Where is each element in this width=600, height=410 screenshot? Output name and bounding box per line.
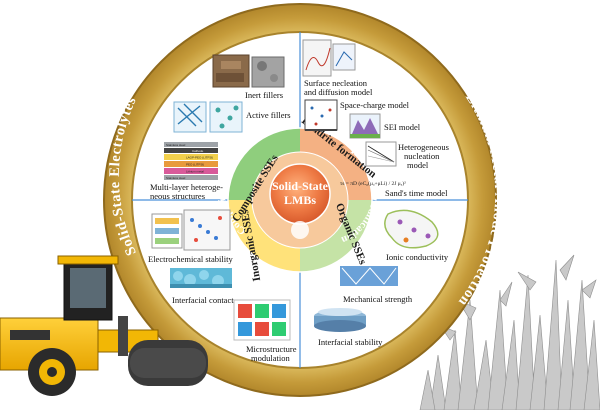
surface-nucleation-label-line2: and diffusion model [304,87,373,97]
mechanical-strength-figure [340,266,398,286]
surface-nucleation-label-line1: Surface necleation [304,78,368,88]
multilayer-structure-figure: Stainless steel Cathode LAGP-PEO (LITFSI… [164,142,218,180]
svg-text:PEO (LITFSI): PEO (LITFSI) [186,163,204,167]
electrochemical-stability-label: Electrochemical stability [148,254,233,264]
heterogeneous-label-line3: model [407,160,429,170]
electrochemical-stability-figure [151,209,231,251]
interfacial-contact-label: Interfacial contact [172,295,234,305]
space-charge-label: Space-charge model [340,100,410,110]
surface-nucleation-figure [302,39,356,77]
svg-text:Stainless steel: Stainless steel [166,143,186,147]
active-fillers-label: Active fillers [246,110,291,120]
heterogeneous-label-line1: Heterogeneous [398,142,449,152]
space-charge-figure [304,99,338,131]
heterogeneous-nucleation-figure [365,141,397,167]
sands-time-label: Sand's time model [385,188,448,198]
svg-text:LAGP-PEO (LITFSI): LAGP-PEO (LITFSI) [186,156,213,160]
interfacial-stability-figure [314,308,366,332]
sands-time-formula: τs = πD (eC₀(μₐ+μLi) / 2J μₐ)² [340,180,406,187]
svg-text:Stainless steel: Stainless steel [166,176,186,180]
microstructure-label-line1: Microstructure [246,344,297,354]
center-hub: Composition Tuning Interfacial modificat… [216,127,380,273]
heterogeneous-label-line2: nucleation [404,151,440,161]
ionic-conductivity-figure [384,209,439,249]
microstructure-figure [233,299,291,341]
svg-text:Lithium metal: Lithium metal [186,170,204,174]
core-label-line1: Solid-State [272,179,329,193]
active-fillers-figure [173,101,243,133]
road-roller-graphic [0,255,208,396]
core-label-line2: LMBs [284,193,316,207]
ionic-conductivity-label: Ionic conductivity [386,252,449,262]
microstructure-label-line2: modulation [251,353,290,363]
svg-text:Cathode: Cathode [192,149,204,153]
inert-fillers-figure [212,54,285,88]
multilayer-label-line1: Multi-layer heteroge- [150,182,223,192]
sei-model-figure [349,113,381,139]
multilayer-label-line2: neous structures [150,191,205,201]
inert-fillers-label: Inert fillers [245,90,283,100]
mechanical-strength-label: Mechanical strength [343,294,413,304]
interfacial-stability-label: Interfacial stability [318,337,383,347]
interfacial-contact-figure [170,268,232,288]
sei-model-label: SEI model [384,122,421,132]
